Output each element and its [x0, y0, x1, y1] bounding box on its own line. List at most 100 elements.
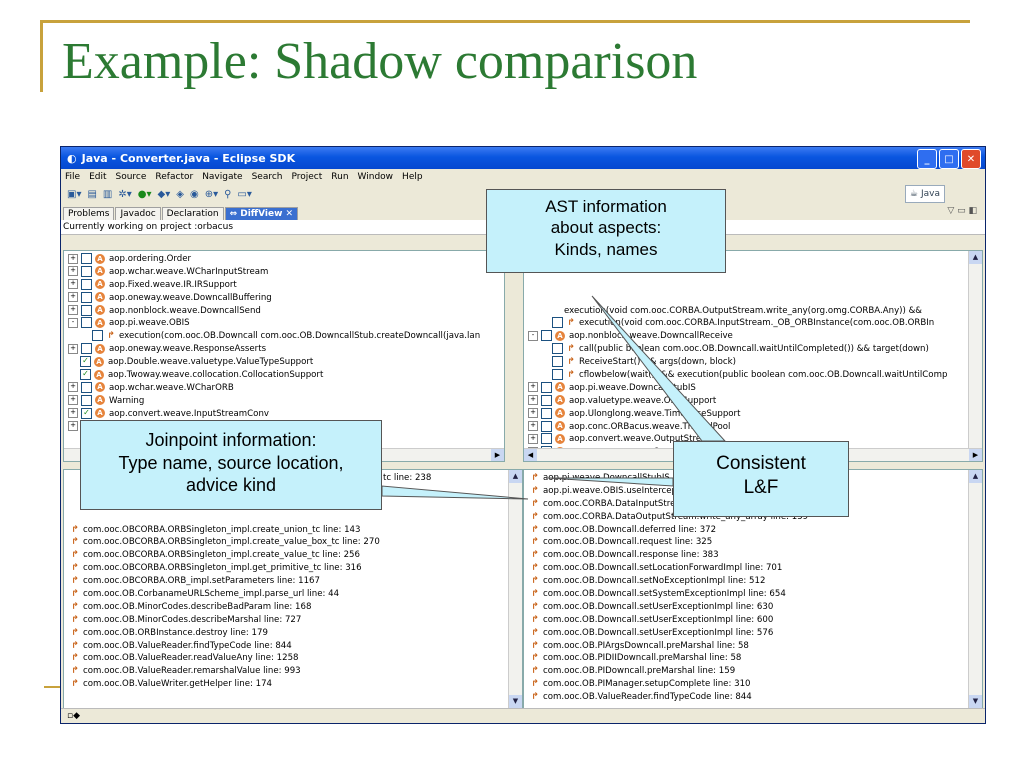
list-item[interactable] — [70, 511, 522, 524]
tree-checkbox[interactable] — [81, 381, 92, 393]
menu-item-file[interactable]: File — [65, 171, 81, 182]
tree-checkbox[interactable] — [81, 291, 92, 303]
right-list-vscroll[interactable]: ▲▼ — [968, 470, 982, 708]
tab-problems[interactable]: Problems — [63, 207, 115, 220]
expand-icon[interactable]: + — [68, 279, 78, 290]
list-item[interactable]: ↱com.ooc.OB.ORBInstance.destroy line: 17… — [70, 627, 522, 640]
tree-checkbox[interactable] — [552, 317, 563, 329]
list-item[interactable]: ↱com.ooc.OB.Downcall.response line: 383 — [530, 549, 982, 562]
save-icon[interactable]: ▤ — [87, 188, 97, 200]
menu-item-run[interactable]: Run — [331, 171, 349, 182]
tree-row[interactable]: ↱cflowbelow(wait()) && execution(public … — [528, 369, 982, 382]
list-item[interactable]: ↱com.ooc.OB.MinorCodes.describeMarshal l… — [70, 614, 522, 627]
list-item[interactable]: ↱com.ooc.OB.PIArgsDowncall.preMarshal li… — [530, 640, 982, 653]
menu-item-refactor[interactable]: Refactor — [155, 171, 194, 182]
list-item[interactable]: ↱com.ooc.OB.Downcall.request line: 325 — [530, 536, 982, 549]
tree-checkbox[interactable]: ✓ — [81, 407, 92, 419]
expand-icon[interactable]: + — [528, 408, 538, 419]
list-item[interactable]: ↱com.ooc.OB.Downcall.setLocationForwardI… — [530, 562, 982, 575]
view-minimize-maximize-icon[interactable]: ▽ ▭ ◧ — [947, 206, 977, 216]
scroll-down-icon[interactable]: ▼ — [509, 695, 522, 708]
tree-row[interactable]: ↱execution(com.ooc.OB.Downcall com.ooc.O… — [68, 330, 504, 343]
list-item[interactable]: ↱com.ooc.OB.CorbanameURLScheme_impl.pars… — [70, 588, 522, 601]
expand-icon[interactable]: + — [68, 305, 78, 316]
menu-item-search[interactable]: Search — [251, 171, 283, 182]
list-item[interactable]: ↱com.ooc.OB.ValueReader.findTypeCode lin… — [530, 691, 982, 704]
tree-row[interactable]: ↱call(public boolean com.ooc.OB.Downcall… — [528, 343, 982, 356]
scroll-right-icon[interactable]: ▶ — [969, 449, 982, 461]
tree-checkbox[interactable]: ✓ — [80, 356, 91, 368]
list-item[interactable]: ↱com.ooc.CORBA.DataInputStre — [530, 498, 982, 511]
expand-icon[interactable]: + — [68, 292, 78, 303]
open-type-icon[interactable]: ⊕▾ — [204, 188, 219, 200]
expand-icon[interactable]: + — [528, 395, 538, 406]
scroll-up-icon[interactable]: ▲ — [969, 470, 982, 483]
expand-icon[interactable]: + — [68, 395, 78, 406]
tree-checkbox[interactable] — [92, 330, 103, 342]
close-tab-icon[interactable]: ✕ — [282, 209, 294, 219]
tree-checkbox[interactable] — [541, 433, 552, 445]
tree-checkbox[interactable] — [541, 330, 552, 342]
search-icon[interactable]: ⚲ — [224, 188, 232, 200]
list-item[interactable]: ↱com.ooc.OB.Downcall.setUserExceptionImp… — [530, 614, 982, 627]
tree-checkbox[interactable] — [552, 369, 563, 381]
tree-checkbox[interactable] — [541, 420, 552, 432]
tree-checkbox[interactable] — [81, 394, 92, 406]
list-item[interactable]: ↱com.ooc.OB.ValueReader.readValueAny lin… — [70, 652, 522, 665]
list-item[interactable]: ↱com.ooc.OB.PIDIIDowncall.preMarshal lin… — [530, 652, 982, 665]
expand-icon[interactable]: + — [68, 266, 78, 277]
java-perspective-button[interactable]: ☕ Java — [904, 185, 945, 203]
menu-item-window[interactable]: Window — [357, 171, 394, 182]
tree-checkbox[interactable] — [81, 304, 92, 316]
menu-item-navigate[interactable]: Navigate — [202, 171, 243, 182]
minimize-button[interactable]: _ — [917, 149, 937, 169]
menu-item-source[interactable]: Source — [115, 171, 147, 182]
tree-checkbox[interactable] — [81, 317, 92, 329]
menu-item-edit[interactable]: Edit — [89, 171, 107, 182]
tree-checkbox[interactable] — [541, 407, 552, 419]
list-item[interactable]: ↱com.ooc.OBCORBA.ORB_impl.setParameters … — [70, 575, 522, 588]
new-package-icon[interactable]: ◈ — [176, 188, 184, 200]
debug-icon[interactable]: ✲▾ — [118, 188, 132, 200]
list-item[interactable]: ↱aop.pi.weave.OBIS.useIntercep — [530, 485, 982, 498]
external-tools-icon[interactable]: ◆▾ — [157, 188, 171, 200]
menu-item-project[interactable]: Project — [291, 171, 323, 182]
expand-icon[interactable]: + — [68, 343, 78, 354]
collapse-icon[interactable]: - — [528, 330, 538, 341]
expand-icon[interactable]: + — [528, 382, 538, 393]
tree-checkbox[interactable] — [81, 278, 92, 290]
list-item[interactable]: ↱com.ooc.OBCORBA.ORBSingleton_impl.creat… — [70, 549, 522, 562]
tree-checkbox[interactable] — [552, 343, 563, 355]
maximize-button[interactable]: □ — [939, 149, 959, 169]
expand-icon[interactable]: + — [528, 421, 538, 432]
left-list-vscroll[interactable]: ▲▼ — [508, 470, 522, 708]
tree-checkbox[interactable] — [541, 394, 552, 406]
print-icon[interactable]: ▥ — [102, 188, 113, 200]
tree-row[interactable]: execution(void com.ooc.CORBA.OutputStrea… — [528, 305, 982, 318]
tree-row[interactable] — [528, 279, 982, 292]
list-item[interactable]: ↱com.ooc.OBCORBA.ORBSingleton_impl.creat… — [70, 524, 522, 537]
tree-checkbox[interactable] — [81, 343, 92, 355]
collapse-icon[interactable]: - — [68, 317, 78, 328]
list-item[interactable]: ↱com.ooc.OB.Downcall.setSystemExceptionI… — [530, 588, 982, 601]
list-item[interactable]: ↱com.ooc.OB.ValueReader.findTypeCode lin… — [70, 640, 522, 653]
list-item[interactable]: ↱com.ooc.OB.Downcall.setUserExceptionImp… — [530, 627, 982, 640]
tab-diffview[interactable]: ⇔ DiffView ✕ — [224, 207, 299, 220]
scroll-left-icon[interactable]: ◀ — [524, 449, 537, 461]
tree-checkbox[interactable] — [552, 356, 563, 368]
window-titlebar[interactable]: ◐ Java - Converter.java - Eclipse SDK _ … — [61, 147, 985, 169]
list-item[interactable]: ↱com.ooc.OB.PIManager.setupComplete line… — [530, 678, 982, 691]
scroll-down-icon[interactable]: ▼ — [969, 695, 982, 708]
